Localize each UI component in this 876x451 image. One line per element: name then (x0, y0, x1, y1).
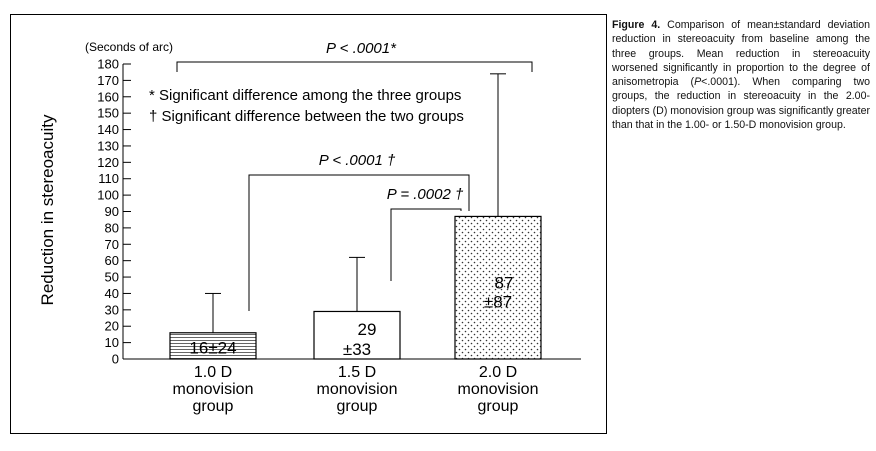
x-category-label: group (193, 398, 234, 415)
y-tick-label: 140 (97, 122, 119, 137)
x-category-label: 2.0 D (479, 364, 517, 381)
bar-value-label: ±87 (484, 292, 512, 311)
caption-text-1: Comparison of mean±standard deviation re… (612, 19, 870, 89)
y-tick-label: 160 (97, 89, 119, 104)
comparison-label: P < .0001* (326, 40, 397, 57)
bracket-all-groups (176, 61, 533, 72)
caption-text-2: <.0001). When comparing two groups, the … (612, 76, 871, 132)
comparison-label: P = .0002 † (387, 186, 464, 203)
bracket-1-0-vs-2-0 (248, 174, 470, 311)
x-category-label: 1.5 D (338, 364, 376, 381)
caption-figure-label: Figure 4. (612, 19, 661, 31)
y-tick-label: 50 (105, 270, 119, 285)
y-tick-label: 150 (97, 106, 119, 121)
bar (313, 310, 401, 360)
y-tick-label: 170 (97, 73, 119, 88)
x-category-label: group (337, 398, 378, 415)
bracket-1-5-vs-2-0 (390, 208, 462, 281)
y-tick-label: 10 (105, 335, 119, 350)
bar (454, 215, 542, 360)
bar-value-label: 29 (358, 320, 377, 339)
y-tick-label: 120 (97, 155, 119, 170)
figure-caption: Figure 4. Comparison of mean±standard de… (612, 18, 870, 132)
y-tick-label: 60 (105, 253, 119, 268)
bar-value-label: 16±24 (189, 338, 236, 357)
bar (169, 332, 257, 360)
y-tick-label: 180 (97, 57, 119, 72)
y-tick-label: 70 (105, 237, 119, 252)
legend-entry: * Significant difference among the three… (149, 87, 461, 104)
y-tick-label: 0 (112, 352, 119, 367)
x-category-label: monovision (173, 381, 254, 398)
bar-value-label: ±33 (343, 340, 371, 359)
bar-value-label: 87 (495, 274, 514, 293)
y-axis-label: Reduction in stereoacuity (38, 114, 57, 305)
x-category-label: 1.0 D (194, 364, 232, 381)
y-tick-label: 110 (98, 171, 119, 186)
y-tick-label: 100 (97, 188, 119, 203)
x-category-label: monovision (458, 381, 539, 398)
legend-entry: † Significant difference between the two… (149, 108, 464, 125)
comparison-label: P < .0001 † (319, 152, 396, 169)
x-category-label: monovision (317, 381, 398, 398)
y-tick-label: 90 (105, 204, 119, 219)
x-category-label: group (478, 398, 519, 415)
y-tick-label: 130 (97, 138, 119, 153)
caption-p-italic: P (694, 76, 702, 89)
y-tick-label: 80 (105, 220, 119, 235)
y-tick-label: 20 (105, 319, 119, 334)
y-tick-label: 30 (105, 302, 119, 317)
y-tick-label: 40 (105, 286, 119, 301)
y-axis-unit: (Seconds of arc) (85, 40, 173, 54)
